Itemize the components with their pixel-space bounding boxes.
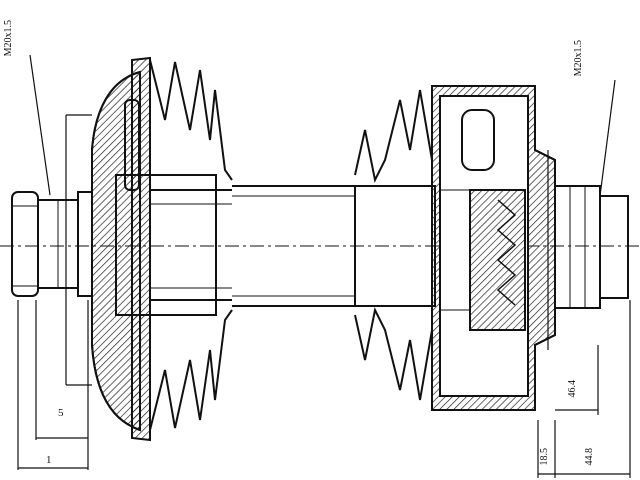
left-bottom-dimension: 1: [46, 454, 52, 466]
left-stub-shaft: [11, 191, 93, 297]
right-bottom-dimension-b: 44.8: [584, 448, 595, 466]
middle-shaft: [232, 185, 355, 307]
right-thread-label: M20x1.5: [573, 40, 584, 77]
left-cv-boot: [149, 59, 233, 431]
right-upper-dimension: 46.4: [567, 380, 578, 398]
right-cv-boot: [354, 89, 436, 401]
left-small-dimension: 5: [58, 407, 64, 419]
left-cv-housing: [91, 56, 217, 442]
left-thread-label: M20x1.5: [3, 20, 14, 57]
right-cv-housing: [431, 85, 556, 411]
dimension-lines: [17, 54, 631, 478]
right-bottom-dimension-a: 18.5: [539, 448, 550, 466]
right-stub-shaft: [554, 185, 629, 309]
